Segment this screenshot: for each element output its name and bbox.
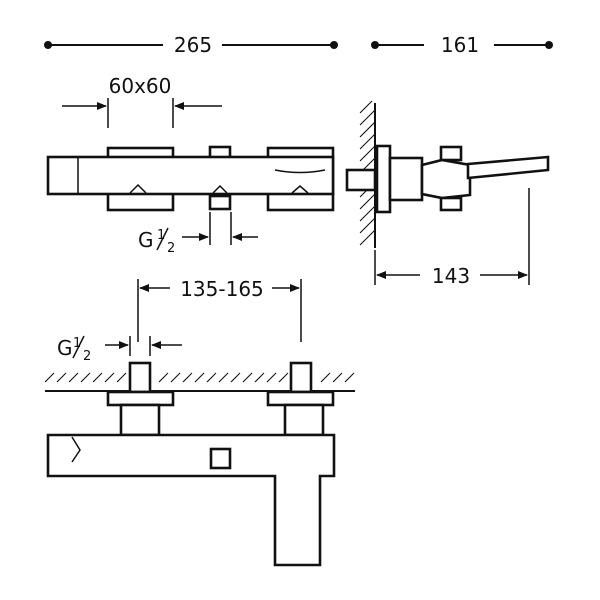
plan-view [44, 361, 355, 567]
front-view [46, 145, 335, 212]
dim-overall-width: 265 [44, 33, 338, 57]
dim-143-label: 143 [432, 264, 470, 288]
dim-center-distance: 135-165 [137, 277, 302, 342]
dim-265-label: 265 [174, 33, 212, 57]
thread-bottom: G 1 2 [57, 335, 182, 364]
thread-top-num: 1 [157, 228, 165, 243]
thread-bottom-den: 2 [83, 349, 91, 364]
thread-bottom-num: 1 [73, 336, 81, 351]
wall-hatch [359, 100, 376, 246]
dim-overall-depth: 161 [371, 33, 553, 57]
thread-bottom-g: G [57, 336, 73, 360]
dim-60x60-label: 60x60 [109, 74, 172, 98]
thread-top-g: G [138, 228, 154, 252]
dim-projection: 143 [374, 188, 530, 288]
floor-hatch [44, 372, 355, 383]
thread-top: G 1 2 [138, 212, 258, 256]
dim-161-label: 161 [441, 33, 479, 57]
thread-top-den: 2 [167, 241, 175, 256]
side-view [345, 100, 550, 248]
dim-135-165-label: 135-165 [180, 277, 264, 301]
dim-handle-square: 60x60 [62, 74, 222, 128]
